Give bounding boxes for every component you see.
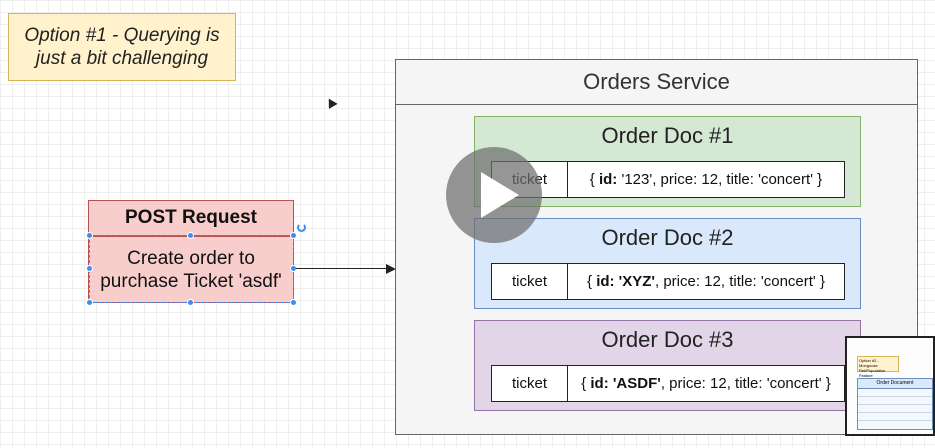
post-request-title: POST Request — [125, 207, 257, 228]
option-note: Option #1 - Querying is just a bit chall… — [8, 13, 236, 81]
resize-handle[interactable] — [86, 265, 93, 272]
order-doc-title-text: Order Doc #3 — [601, 327, 734, 352]
resize-handle[interactable] — [187, 232, 194, 239]
thumbnail-note: Option #2 - Mongoose Ref/Population Feat… — [857, 356, 899, 378]
arrow-head-icon — [386, 264, 396, 274]
order-doc-title: Order Doc #2 — [475, 219, 860, 257]
ticket-value: { id: '123', price: 12, title: 'concert'… — [589, 171, 823, 188]
ticket-row[interactable]: ticket { id: 'XYZ', price: 12, title: 'c… — [491, 263, 845, 300]
option-note-text: Option #1 - Querying is just a bit chall… — [24, 25, 220, 69]
ticket-row[interactable]: ticket { id: '123', price: 12, title: 'c… — [491, 161, 845, 198]
post-request-body[interactable]: Create order to purchase Ticket 'asdf' — [88, 236, 294, 303]
ticket-value: { id: 'XYZ', price: 12, title: 'concert'… — [587, 273, 825, 290]
resize-handle[interactable] — [86, 299, 93, 306]
order-doc-3[interactable]: Order Doc #3 ticket { id: 'ASDF', price:… — [474, 320, 861, 411]
resize-handle[interactable] — [86, 232, 93, 239]
mouse-cursor-icon — [324, 96, 338, 109]
ticket-key: ticket — [492, 264, 568, 299]
order-doc-title: Order Doc #1 — [475, 117, 860, 155]
ticket-row[interactable]: ticket { id: 'ASDF', price: 12, title: '… — [491, 365, 845, 402]
rotate-handle-icon[interactable] — [297, 223, 306, 232]
ticket-value: { id: 'ASDF', price: 12, title: 'concert… — [581, 375, 831, 392]
page-thumbnail[interactable]: Option #2 - Mongoose Ref/Population Feat… — [845, 336, 935, 436]
order-doc-2[interactable]: Order Doc #2 ticket { id: 'XYZ', price: … — [474, 218, 861, 309]
ticket-key: ticket — [492, 366, 568, 401]
request-arrow[interactable] — [296, 268, 386, 269]
post-request-text: Create order to purchase Ticket 'asdf' — [100, 247, 282, 292]
thumbnail-table-title: Order Document — [858, 379, 932, 389]
orders-service-title[interactable]: Orders Service — [395, 59, 918, 105]
resize-handle[interactable] — [290, 232, 297, 239]
orders-service-title-text: Orders Service — [583, 69, 730, 94]
order-doc-title: Order Doc #3 — [475, 321, 860, 359]
thumbnail-table: Order Document — [857, 378, 933, 430]
post-request-header[interactable]: POST Request — [88, 200, 294, 236]
order-doc-title-text: Order Doc #2 — [601, 225, 734, 250]
order-doc-title-text: Order Doc #1 — [601, 123, 734, 148]
resize-handle[interactable] — [187, 299, 194, 306]
resize-handle[interactable] — [290, 299, 297, 306]
play-icon — [481, 172, 519, 218]
